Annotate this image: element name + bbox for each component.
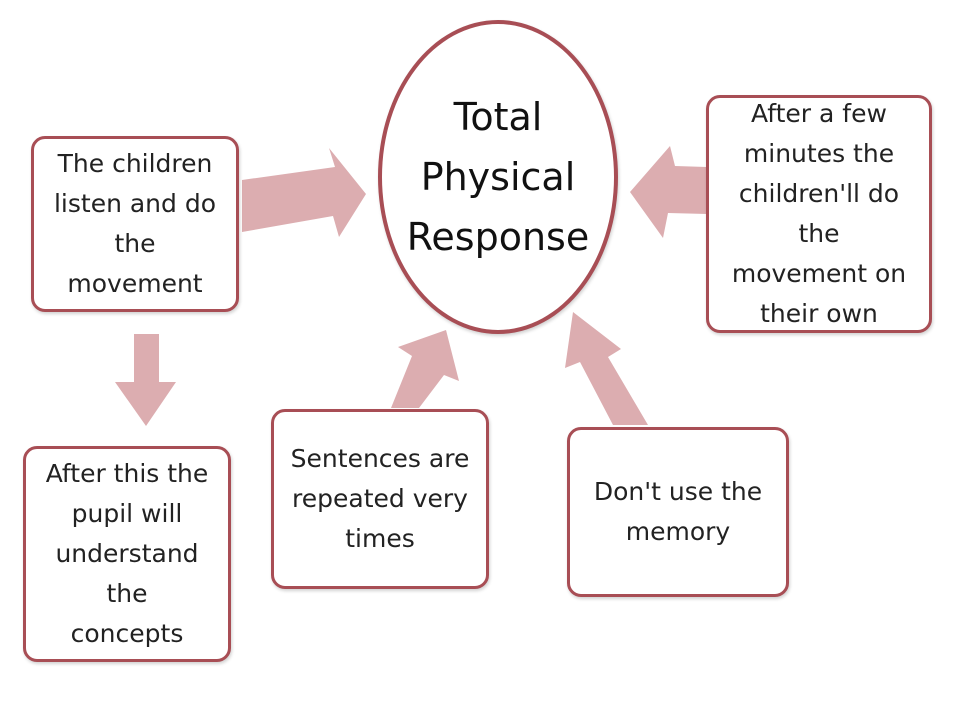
box-pupil-understand-label: After this the pupil will understand the… <box>45 459 209 648</box>
box-children-listen: The children listen and do the movement <box>31 136 239 312</box>
box-sentences-repeated-label: Sentences are repeated very times <box>290 444 470 553</box>
center-label: Total Physical Response <box>406 95 590 259</box>
box-dont-use-memory-label: Don't use the memory <box>593 477 763 546</box>
box-after-few-minutes-label: After a few minutes the children'll do t… <box>731 99 907 328</box>
arrow-up-from-memory <box>565 312 648 425</box>
arrow-left-to-center <box>630 146 707 238</box>
box-after-few-minutes: After a few minutes the children'll do t… <box>706 95 932 333</box>
box-sentences-repeated: Sentences are repeated very times <box>271 409 489 589</box>
arrow-up-from-sentences <box>391 330 459 408</box>
box-dont-use-memory: Don't use the memory <box>567 427 789 597</box>
center-circle: Total Physical Response <box>378 20 618 334</box>
arrow-down-to-pupil <box>115 334 176 426</box>
arrow-right-to-center <box>242 148 366 237</box>
box-children-listen-label: The children listen and do the movement <box>53 149 217 298</box>
box-pupil-understand: After this the pupil will understand the… <box>23 446 231 662</box>
